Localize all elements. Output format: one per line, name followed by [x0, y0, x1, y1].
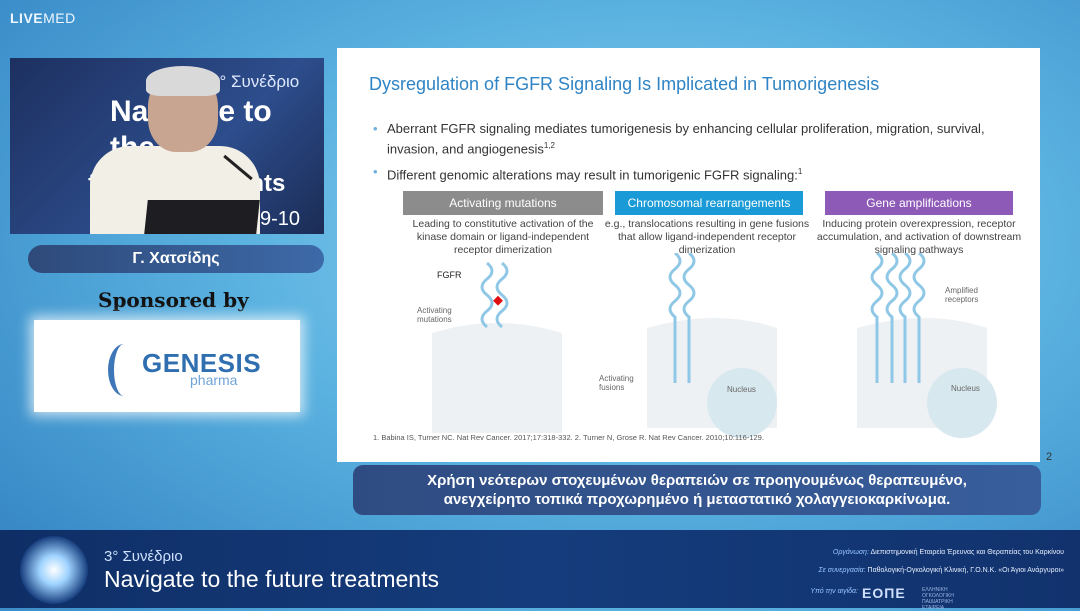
mutation-marker — [493, 295, 503, 306]
fgfr-diagrams — [432, 253, 997, 438]
genesis-arc-icon — [108, 344, 140, 396]
eope-subtitle: ΕΛΛΗΝΙΚΗ ΟΓΚΟΛΟΓΙΚΗ ΠΑΙΔΙΑΤΡΙΚΗ ΕΤΑΙΡΕΙΑ — [922, 587, 954, 611]
speaker-video: 3° Συνέδριο Navigate to the future treat… — [10, 58, 324, 234]
eope-logo: ΕΟΠΕ — [862, 585, 906, 601]
nucleus-1 — [707, 368, 777, 438]
sponsor-sub: pharma — [190, 372, 238, 388]
panel-header-amplifications: Gene amplifications — [825, 191, 1013, 215]
footer-organizer: Οργάνωση: Διεπιστημονική Εταιρεία Έρευνα… — [832, 549, 1064, 556]
panel-header-mutations: Activating mutations — [403, 191, 603, 215]
talk-subtitle: Χρήση νεότερων στοχευμένων θεραπειών σε … — [353, 465, 1041, 515]
sponsored-by-label: Sponsored by — [98, 288, 249, 312]
membrane-1 — [432, 323, 562, 433]
slide-title: Dysregulation of FGFR Signaling Is Impli… — [369, 74, 880, 94]
laptop — [144, 200, 260, 234]
footer-title: Navigate to the future treatments — [104, 566, 439, 592]
speaker-hair — [146, 66, 220, 96]
logo-live: LIVE — [10, 10, 44, 26]
subtitle-line-2: ανεγχείρητο τοπικά προχωρημένο ή μεταστα… — [443, 491, 951, 508]
receptor-2 — [668, 253, 696, 383]
slide-references: 1. Babina IS, Turner NC. Nat Rev Cancer.… — [373, 433, 764, 442]
nucleus-2 — [927, 368, 997, 438]
bullet-2: Different genomic alterations may result… — [373, 163, 1027, 183]
panel-desc-amplifications: Inducing protein overexpression, recepto… — [816, 218, 1022, 256]
conference-sun-icon — [20, 536, 88, 604]
video-bg-line1: 3° Συνέδριο — [210, 72, 300, 91]
footer-auspices: Υπό την αιγίδα: — [810, 588, 858, 595]
label-activating-mutations: Activating mutations — [417, 306, 452, 324]
receptor-3 — [870, 253, 926, 383]
subtitle-line-1: Χρήση νεότερων στοχευμένων θεραπειών σε … — [427, 472, 967, 489]
conference-footer: 3° Συνέδριο Navigate to the future treat… — [0, 530, 1080, 611]
presentation-slide: Dysregulation of FGFR Signaling Is Impli… — [337, 48, 1040, 462]
video-bg-date: 9-10 — [260, 208, 301, 230]
panel-desc-rearrangements: e.g., translocations resulting in gene f… — [604, 218, 810, 256]
sponsor-name: GENESIS — [142, 348, 262, 378]
label-nucleus-2: Nucleus — [951, 384, 980, 393]
label-activating-fusions: Activating fusions — [599, 374, 634, 392]
receptor-1 — [480, 261, 509, 329]
slide-page-number: 2 — [1046, 451, 1053, 463]
bullet-1: Aberrant FGFR signaling mediates tumorig… — [373, 120, 1027, 157]
footer-line1: 3° Συνέδριο — [104, 548, 183, 565]
label-amplified-receptors: Amplified receptors — [945, 286, 979, 304]
footer-collaboration: Σε συνεργασία: Παθολογική-Ογκολογική Κλι… — [818, 567, 1065, 574]
panel-header-rearrangements: Chromosomal rearrangements — [615, 191, 803, 215]
label-nucleus-1: Nucleus — [727, 385, 756, 394]
slide-bullets: Aberrant FGFR signaling mediates tumorig… — [373, 120, 1027, 190]
label-fgfr: FGFR — [437, 270, 462, 280]
speaker-name-bar: Γ. Χατσίδης — [28, 245, 324, 273]
sponsor-logo: GENESIS pharma — [34, 320, 300, 412]
panel-desc-mutations: Leading to constitutive activation of th… — [412, 218, 594, 256]
logo-med: MED — [43, 10, 76, 26]
livemed-logo: LIVEMED — [10, 10, 76, 26]
